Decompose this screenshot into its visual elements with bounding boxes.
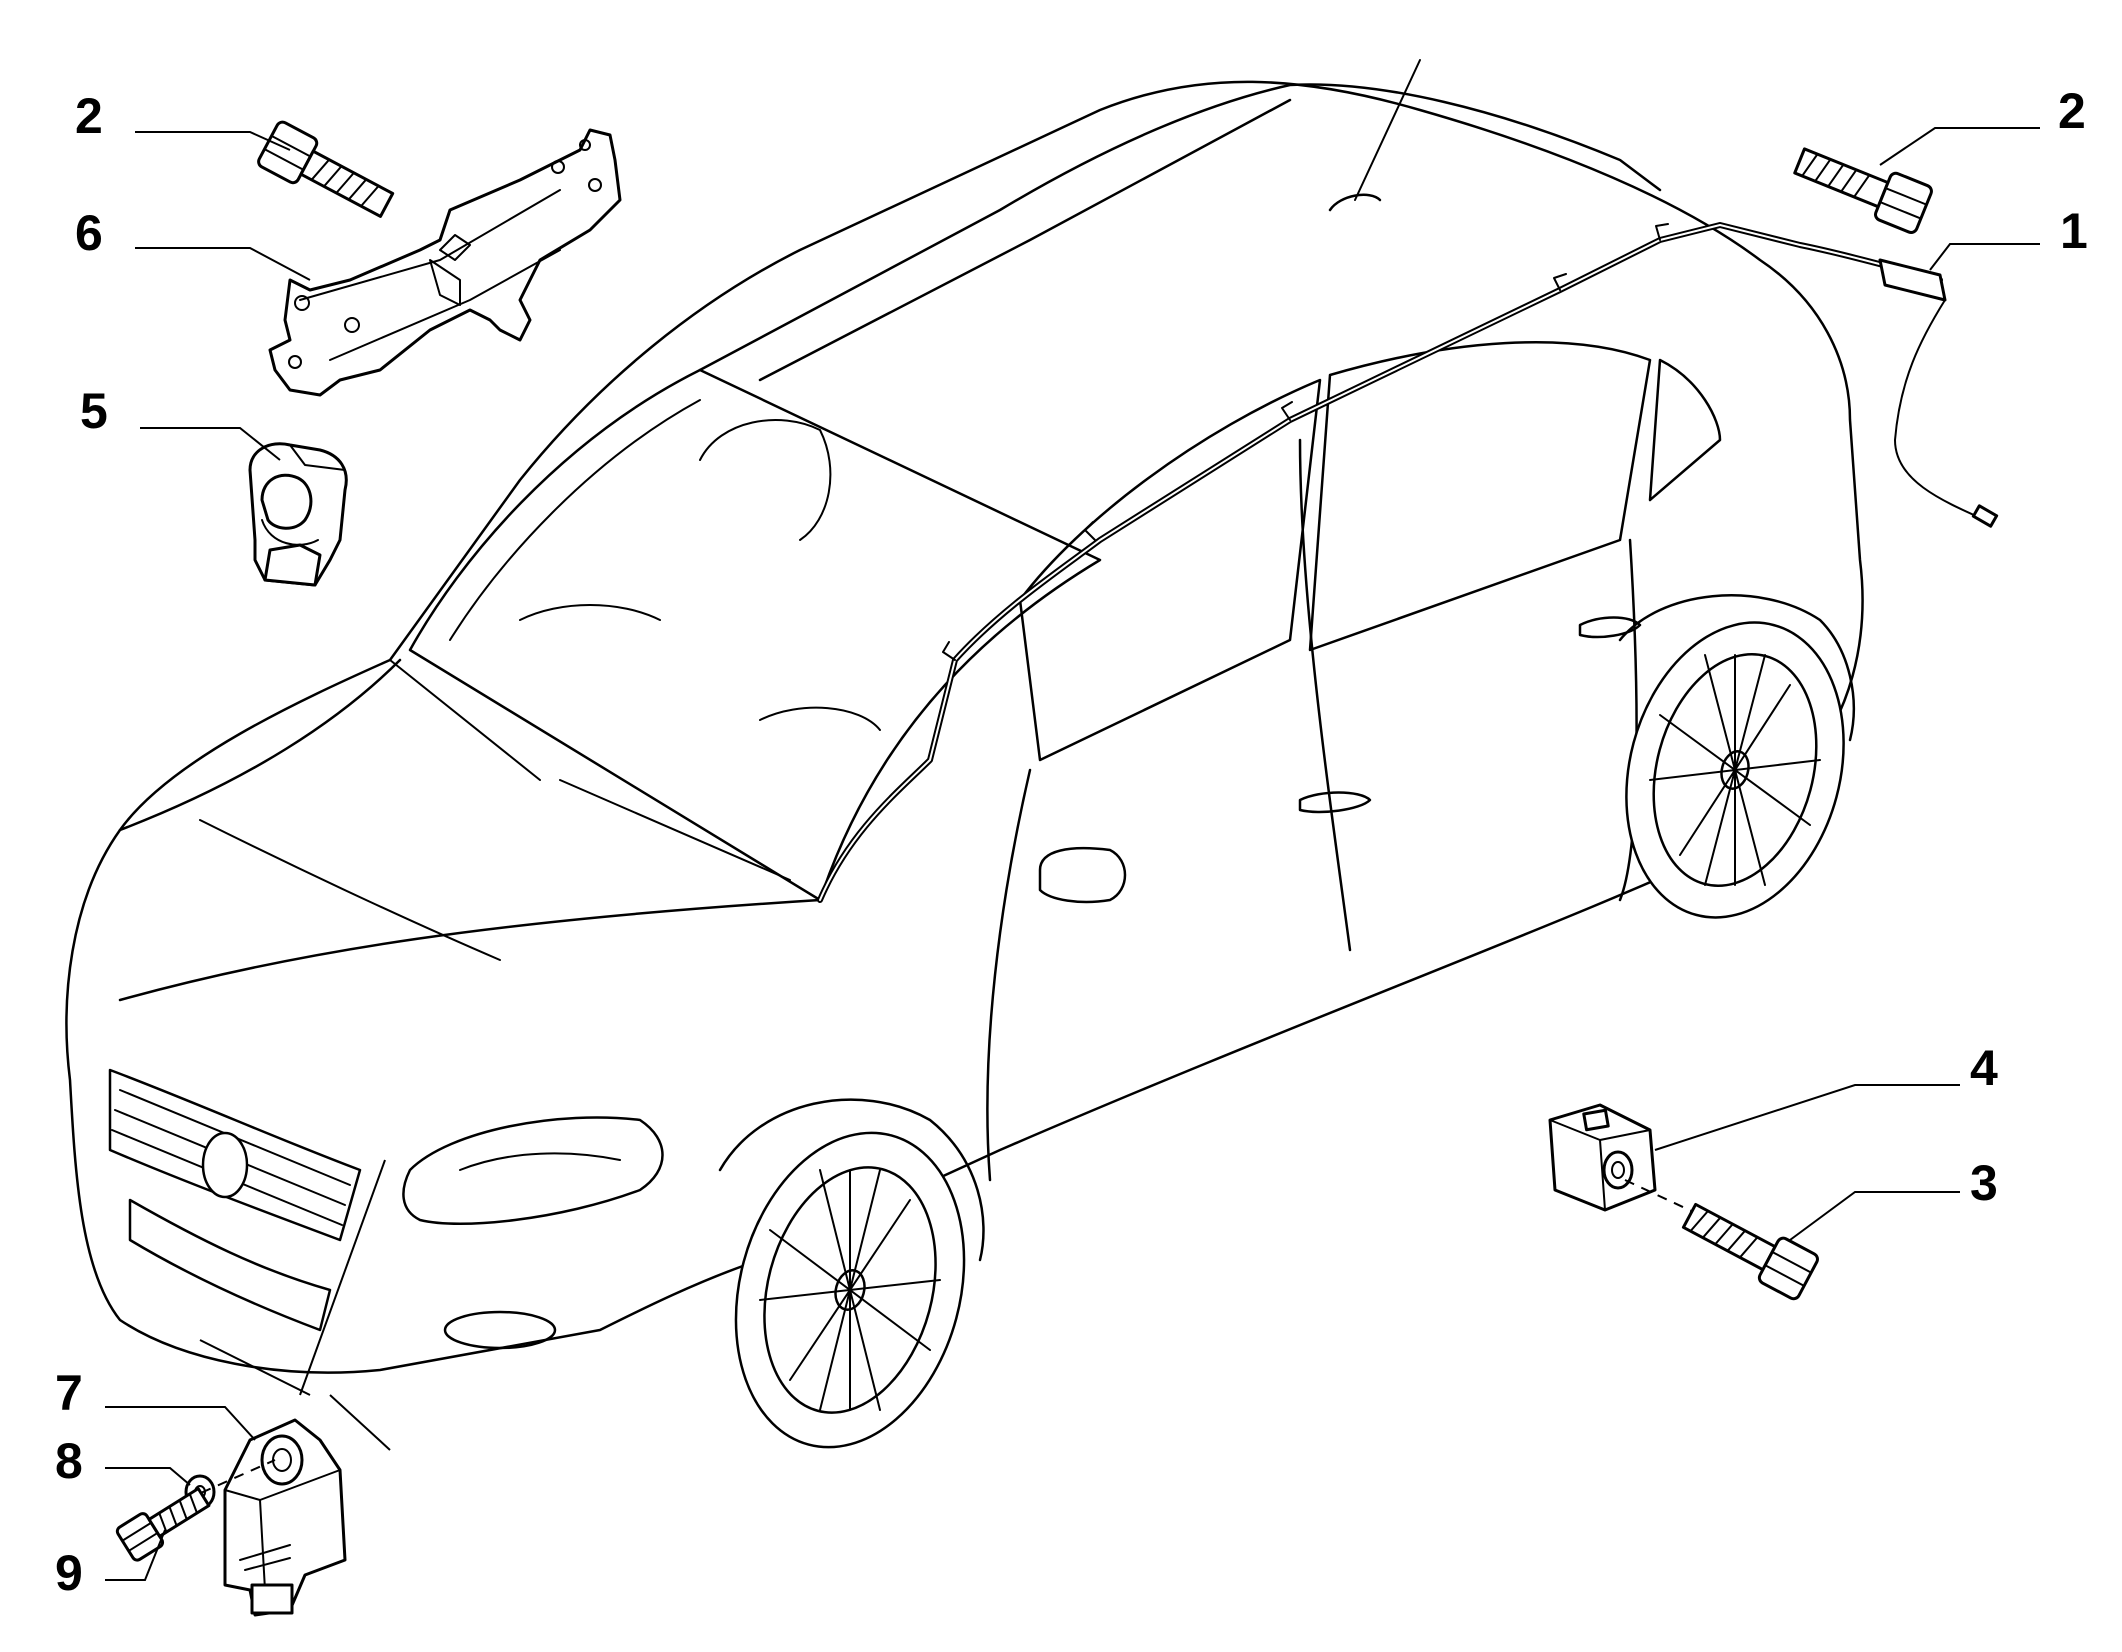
callout-3: 3 [1970, 1155, 1998, 1211]
sensor-bolt-axis [1624, 1179, 1701, 1216]
clip-icon [248, 442, 348, 587]
callout-4: 4 [1970, 1040, 1998, 1096]
callout-2-right: 2 [2058, 83, 2086, 139]
rear-wheel [1625, 621, 1845, 919]
callout-2-left: 2 [75, 88, 103, 144]
callout-7: 7 [55, 1365, 83, 1421]
bolt-icon [1793, 147, 1933, 234]
bolt-icon [1681, 1202, 1819, 1301]
curtain-airbag-icon [817, 222, 1999, 903]
callout-1: 1 [2060, 203, 2088, 259]
bracket-icon [268, 128, 622, 397]
bolt-icon [257, 120, 395, 218]
callout-6: 6 [75, 205, 103, 261]
callout-numbers: 2 6 5 2 1 4 3 7 8 9 [55, 83, 2088, 1601]
crash-sensor-icon [1548, 1103, 1657, 1212]
crash-sensor-icon [223, 1418, 347, 1617]
callout-8: 8 [55, 1433, 83, 1489]
callout-9: 9 [55, 1545, 83, 1601]
car-illustration [65, 59, 1864, 1449]
callout-5: 5 [80, 383, 108, 439]
leader-lines [105, 127, 2040, 1581]
bolt-icon [115, 1487, 211, 1562]
front-wheel [734, 1131, 966, 1449]
